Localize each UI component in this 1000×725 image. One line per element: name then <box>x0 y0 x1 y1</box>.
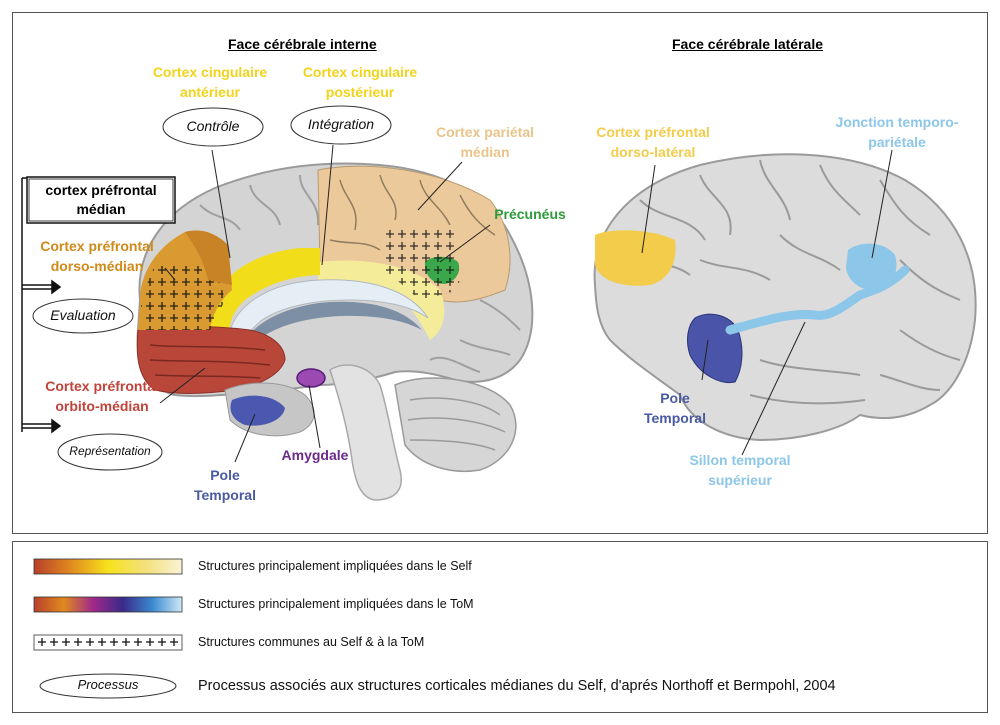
label-line: antérieur <box>180 84 240 100</box>
legend-self: Structures principalement impliquées dan… <box>198 559 472 573</box>
label-line: Cortex pariétal <box>435 124 535 140</box>
label-sts: Sillon temporal supérieur <box>655 450 825 490</box>
box-label: cortex préfrontal médian <box>29 181 173 219</box>
label-line: Pole <box>660 390 690 406</box>
legend-process-label: Processus <box>77 677 139 692</box>
label-ompfc: Cortex préfrontal orbito-médian <box>22 376 182 416</box>
label-line: Jonction temporo- <box>835 114 959 130</box>
label-line: postérieur <box>325 84 395 100</box>
box-line-2: médian <box>76 201 126 217</box>
title-lateral: Face cérébrale latérale <box>672 36 823 52</box>
box-frame <box>26 176 176 224</box>
bracket-arrows <box>21 177 62 434</box>
label-line: Cortex cingulaire <box>152 64 268 80</box>
label-line: Temporal <box>194 487 256 503</box>
label-cingulate-posterior: Cortex cingulaire postérieur <box>270 62 450 102</box>
process-representation: Représentation <box>69 444 151 458</box>
label-line: médian <box>460 144 510 160</box>
label-pole-temporal-left: Pole Temporal <box>170 465 280 505</box>
label-tpj: Jonction temporo- pariétale <box>812 112 982 152</box>
label-line: dorso-latéral <box>610 144 696 160</box>
label-line: Temporal <box>644 410 706 426</box>
legend-process-text: Processus associés aux structures cortic… <box>198 678 836 694</box>
label-line: Cortex préfrontal <box>45 378 159 394</box>
label-parietal-median: Cortex pariétal médian <box>405 122 565 162</box>
label-line: Cortex préfrontal <box>596 124 710 140</box>
legend-swatches <box>33 558 183 699</box>
label-precuneus: Précunéus <box>494 206 566 222</box>
label-cingulate-anterior: Cortex cingulaire antérieur <box>120 62 300 102</box>
label-dlpfc: Cortex préfrontal dorso-latéral <box>568 122 738 162</box>
medial-brain <box>136 144 534 501</box>
label-line: pariétale <box>868 134 926 150</box>
process-ellipses <box>32 105 392 471</box>
process-evaluation: Evaluation <box>50 307 116 323</box>
lateral-brain <box>593 149 977 456</box>
label-line: Cortex préfrontal <box>40 238 154 254</box>
legend-common: Structures communes au Self & à la ToM <box>198 635 425 649</box>
label-line: supérieur <box>708 472 772 488</box>
title-internal: Face cérébrale interne <box>228 36 377 52</box>
process-controle: Contrôle <box>186 118 240 134</box>
label-line: Pole <box>210 467 240 483</box>
label-line: Cortex cingulaire <box>302 64 418 80</box>
label-pole-temporal-right: Pole Temporal <box>615 388 735 428</box>
label-amygdale: Amygdale <box>281 447 349 463</box>
label-line: orbito-médian <box>55 398 149 414</box>
label-line: dorso-médian <box>50 258 144 274</box>
process-integration: Intégration <box>307 116 375 132</box>
label-line: Sillon temporal <box>689 452 791 468</box>
legend-tom: Structures principalement impliquées dan… <box>198 597 474 611</box>
box-line-1: cortex préfrontal <box>45 182 157 198</box>
label-dmpfc: Cortex préfrontal dorso-médian <box>22 236 172 276</box>
